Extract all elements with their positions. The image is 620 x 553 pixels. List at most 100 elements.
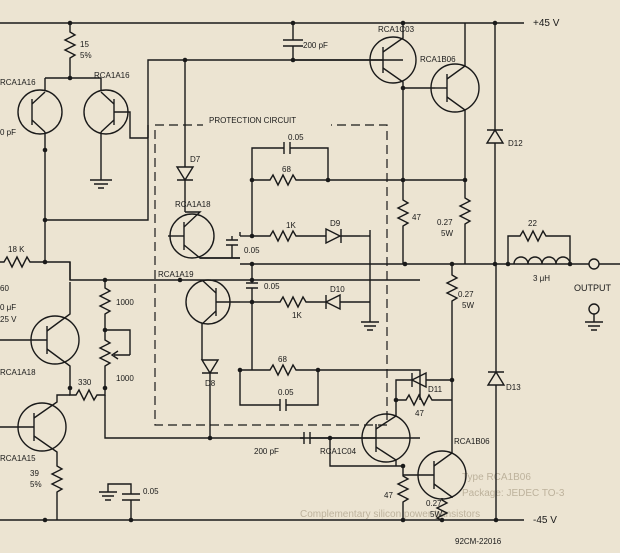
resistor-68-top: 68 <box>252 165 328 187</box>
svg-text:1000: 1000 <box>116 298 134 307</box>
svg-text:1K: 1K <box>292 311 302 320</box>
svg-text:0.05: 0.05 <box>288 133 304 142</box>
svg-text:RCA1B06: RCA1B06 <box>420 55 456 64</box>
potentiometer-1000: 1000 <box>98 330 134 388</box>
ground-protection <box>361 321 379 331</box>
svg-text:D13: D13 <box>506 383 521 392</box>
resistor-39: 39 5% <box>30 462 64 520</box>
resistor-330: 330 <box>69 378 106 402</box>
svg-text:47: 47 <box>412 213 421 222</box>
resistor-1000-a: 1000 <box>98 280 134 330</box>
diode-d9: D9 <box>325 219 360 245</box>
svg-text:0.05: 0.05 <box>244 246 260 255</box>
svg-text:3 μH: 3 μH <box>533 274 550 283</box>
svg-text:RCA1B06: RCA1B06 <box>454 437 490 446</box>
svg-text:RCA1A18: RCA1A18 <box>0 368 36 377</box>
diode-d13: D13 <box>486 264 521 520</box>
svg-text:200 pF: 200 pF <box>303 41 328 50</box>
transistor-rca1a16-right: RCA1A16 <box>83 71 130 135</box>
capacitor-005-b2: 0.05 <box>246 280 280 302</box>
positive-supply-label: +45 V <box>533 18 560 29</box>
figure-code: 92CM-22016 <box>455 537 502 546</box>
svg-text:0.27: 0.27 <box>437 218 453 227</box>
capacitor-005-top: 0.05 <box>251 133 329 180</box>
transistor-rca1a19-label: RCA1A19 <box>158 270 194 279</box>
output-ground-terminal[interactable] <box>585 303 603 331</box>
svg-text:47: 47 <box>415 409 424 418</box>
capacitor-200pf-bottom: 200 pF <box>254 432 330 456</box>
output-label: OUTPUT <box>574 283 612 293</box>
transistor-rca1a16-left: RCA1A16 <box>0 78 63 135</box>
diode-d12: D12 <box>485 23 523 264</box>
transistor-rca1a19-protection <box>185 279 240 360</box>
resistor-1k-bottom: 1K <box>252 295 326 320</box>
resistor-1k-top: 1K <box>252 221 326 243</box>
svg-text:D12: D12 <box>508 139 523 148</box>
svg-text:5%: 5% <box>80 51 92 60</box>
inductor-3uh: 3 μH <box>513 256 571 283</box>
svg-text:15: 15 <box>80 40 89 49</box>
capacitor-10uf: 0 μF 25 V <box>0 303 17 324</box>
capacitor-left-label: 0 pF <box>0 128 16 137</box>
resistor-027-mid: 0.27 5W <box>445 264 474 340</box>
svg-text:1K: 1K <box>286 221 296 230</box>
svg-text:0 μF: 0 μF <box>0 303 16 312</box>
bleed-text-3: Complementary silicon power transistors <box>300 509 480 520</box>
svg-text:RCA1A16: RCA1A16 <box>94 71 130 80</box>
svg-text:0.27: 0.27 <box>458 290 474 299</box>
transistor-rca1c03: RCA1C03 <box>293 23 417 100</box>
svg-text:25 V: 25 V <box>0 315 17 324</box>
capacitor-005-bottom: 0.05 <box>239 370 319 411</box>
capacitor-005-ground: 0.05 <box>99 483 159 520</box>
positive-rail: +45 V <box>0 18 560 29</box>
svg-text:D10: D10 <box>330 285 345 294</box>
svg-text:22: 22 <box>528 219 537 228</box>
svg-text:18 K: 18 K <box>8 245 25 254</box>
resistor-027-top: 0.27 5W <box>437 180 472 264</box>
transistor-rca1b06-top: RCA1B06 <box>420 23 480 180</box>
resistor-027-bottom: 0.27 5W <box>426 498 449 521</box>
svg-text:D9: D9 <box>330 219 341 228</box>
svg-text:RCA1A18: RCA1A18 <box>175 200 211 209</box>
resistor-60-label: 60 <box>0 284 9 293</box>
svg-text:1000: 1000 <box>116 374 134 383</box>
output-terminal[interactable]: OUTPUT <box>574 258 612 293</box>
svg-text:RCA1A16: RCA1A16 <box>0 78 36 87</box>
svg-text:5W: 5W <box>430 510 442 519</box>
svg-text:5W: 5W <box>441 229 453 238</box>
svg-text:D7: D7 <box>190 155 201 164</box>
resistor-22: 22 <box>507 219 571 264</box>
svg-text:RCA1C03: RCA1C03 <box>378 25 415 34</box>
svg-text:D11: D11 <box>428 385 443 394</box>
resistor-68-bottom: 68 <box>240 355 318 377</box>
resistor-47-d11: 47 <box>396 393 452 418</box>
capacitor-200pf-top: 200 pF <box>283 23 328 60</box>
svg-text:RCA1A15: RCA1A15 <box>0 454 36 463</box>
transistor-rca1c04: RCA1C04 <box>320 400 411 466</box>
svg-text:68: 68 <box>282 165 291 174</box>
ground-left-upper <box>90 179 112 189</box>
transistor-rca1a15: RCA1A15 <box>0 394 70 463</box>
bleed-text-2: Package: JEDEC TO-3 <box>462 488 565 499</box>
svg-text:47: 47 <box>384 491 393 500</box>
diode-d11: D11 <box>395 371 452 400</box>
resistor-18k: 18 K <box>0 245 45 269</box>
resistor-47-top: 47 <box>396 180 421 264</box>
diode-d7: D7 <box>175 60 201 212</box>
diode-d10: D10 <box>324 285 370 311</box>
negative-supply-label: -45 V <box>533 515 557 526</box>
svg-text:0.05: 0.05 <box>278 388 294 397</box>
svg-text:68: 68 <box>278 355 287 364</box>
protection-circuit-label: PROTECTION CIRCUIT <box>209 116 296 125</box>
svg-text:200 pF: 200 pF <box>254 447 279 456</box>
svg-text:330: 330 <box>78 378 92 387</box>
transistor-rca1a18-driver: RCA1A18 <box>0 282 80 388</box>
svg-text:0.05: 0.05 <box>143 487 159 496</box>
svg-text:0.27: 0.27 <box>426 499 442 508</box>
diode-d8: D8 <box>200 359 220 438</box>
svg-text:5W: 5W <box>462 301 474 310</box>
svg-text:D8: D8 <box>205 379 216 388</box>
resistor-15: 15 5% <box>63 23 92 81</box>
svg-text:39: 39 <box>30 469 39 478</box>
